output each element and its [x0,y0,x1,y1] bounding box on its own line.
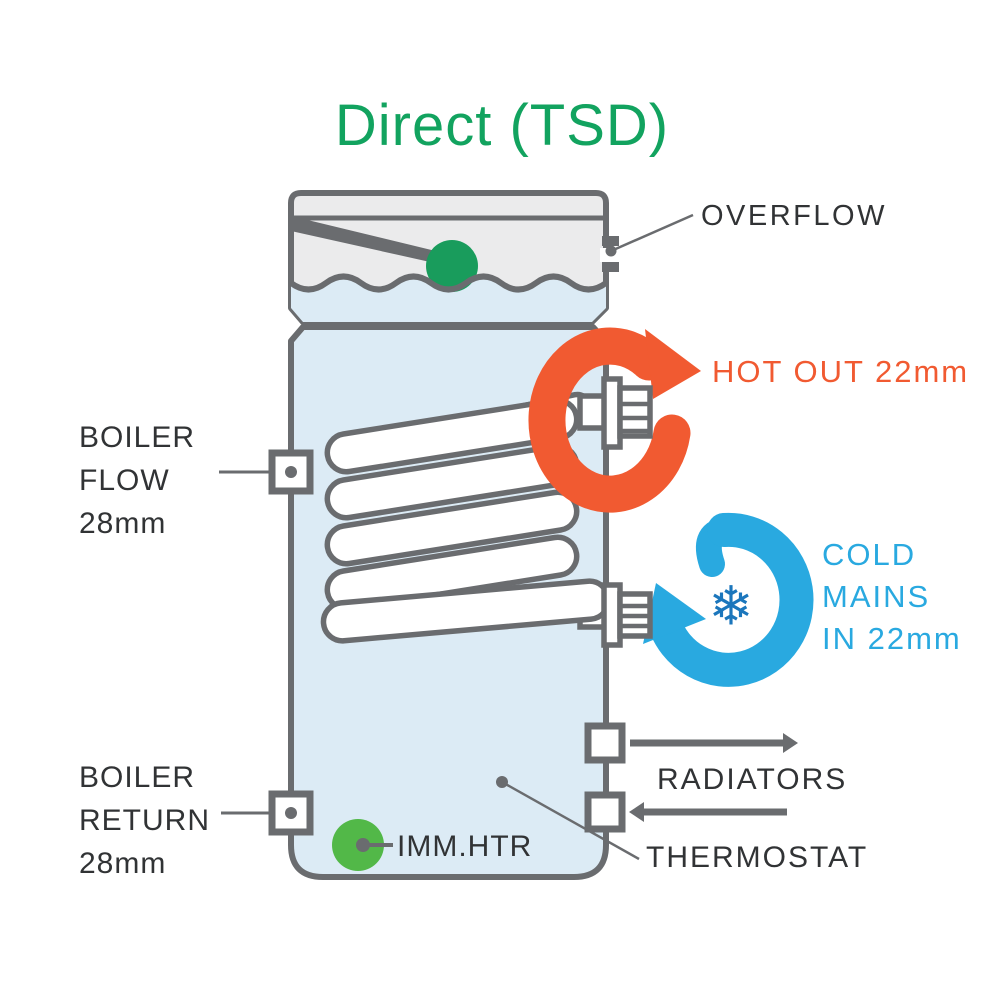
thermostat-label: THERMOSTAT [646,841,869,874]
boiler-flow-line3: 28mm [79,507,167,540]
immersion-heater [332,819,393,871]
boiler-flow-line2: FLOW [79,464,170,497]
cold-mains-label: COLD MAINS IN 22mm [822,534,962,660]
radiator-return-connection [584,791,787,833]
radiator-flow-arrow [630,733,798,753]
boiler-return-connection [221,790,314,836]
float-ball [426,240,478,292]
radiator-flow-connection [584,722,798,764]
boiler-return-line2: RETURN [79,804,210,837]
float-valve-arm [291,216,448,266]
boiler-return-label: BOILER RETURN 28mm [79,756,210,885]
boiler-flow-line1: BOILER [79,421,196,454]
boiler-flow-connection [219,449,314,495]
boiler-return-line1: BOILER [79,761,196,794]
overflow-leader [605,213,694,257]
page-title: Direct (TSD) [334,93,670,158]
hot-out-label: HOT OUT 22mm [712,354,970,389]
boiler-return-line3: 28mm [79,847,167,880]
radiators-label: RADIATORS [657,763,848,796]
cold-mains-line1: COLD [822,537,917,572]
water-surface-line [289,273,608,293]
overflow-outlet [602,236,619,272]
hot-out-fitting [601,376,653,450]
thermostat-pointer [496,776,640,861]
hot-rotation-arrow-icon [528,327,701,513]
boiler-flow-label: BOILER FLOW 28mm [79,416,195,545]
cold-rotation-arrow-icon [643,512,814,687]
snowflake-icon: ❄ [708,575,753,638]
feed-cistern [288,190,619,325]
immersion-heater-label: IMM.HTR [397,830,533,863]
overflow-label: OVERFLOW [701,200,887,232]
cold-in-fitting [601,582,653,648]
cold-mains-line2: MAINS [822,579,931,614]
cold-mains-line3: IN 22mm [822,621,962,656]
radiator-return-arrow [629,802,787,822]
heating-coil [320,391,613,644]
